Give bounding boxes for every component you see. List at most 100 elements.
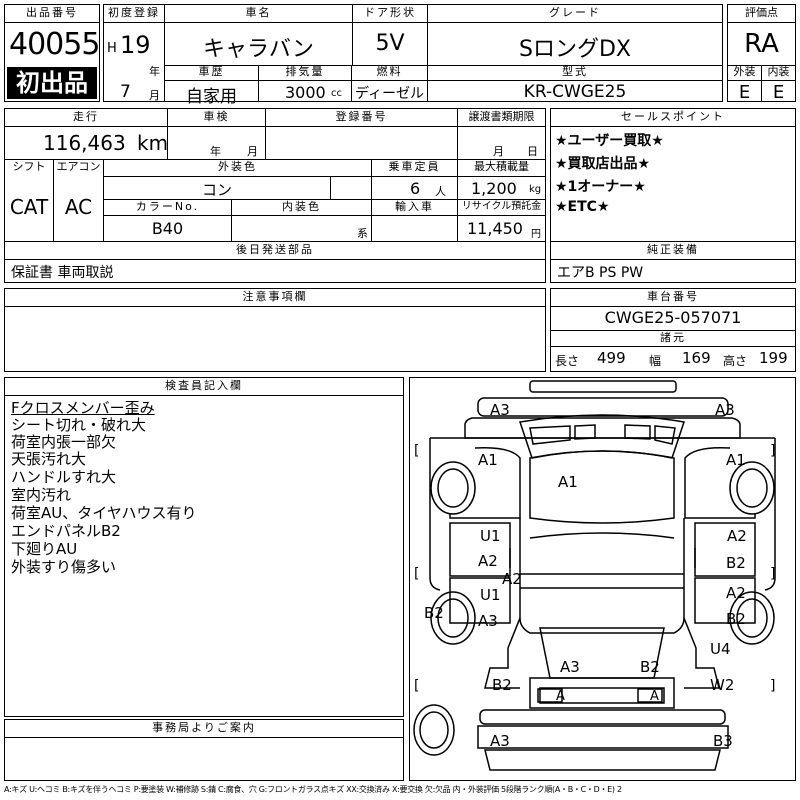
seats-label: 乗車定員: [388, 160, 441, 173]
selling-point-3: ★1オーナー★: [555, 179, 646, 195]
damage-mark: A: [556, 689, 565, 704]
seats: 6: [410, 179, 421, 198]
lot-number-label: 出品番号: [26, 6, 78, 19]
transfer-day-unit: 日: [527, 145, 538, 158]
displacement: 3000: [285, 83, 326, 102]
model: KR-CWGE25: [523, 82, 627, 102]
era: H: [107, 41, 117, 56]
damage-mark: B3: [713, 732, 733, 750]
legend: A:キズ U:ヘコミ B:キズを伴うヘコミ P:要塗装 W:補修跡 S:錆 C:…: [4, 785, 622, 794]
grade-label: グレード: [549, 6, 601, 19]
notes-label: 注意事項欄: [242, 290, 308, 303]
damage-mark: U4: [710, 640, 731, 658]
chassis-label: 車台番号: [647, 290, 699, 303]
model-label: 型式: [562, 65, 588, 78]
shift: CAT: [9, 195, 49, 219]
displacement-label: 排気量: [285, 65, 325, 78]
selling-point-1: ★ユーザー買取★: [555, 133, 664, 149]
car-name: キャラバン: [203, 37, 314, 62]
bracket-mark: ]: [770, 566, 775, 582]
damage-mark: A: [650, 689, 659, 704]
mileage: 116,463: [43, 131, 126, 155]
grade: SロングDX: [519, 37, 631, 62]
width: 169: [682, 349, 711, 367]
reg-no-label: 登録番号: [335, 110, 388, 123]
transfer-month-unit: 月: [493, 145, 504, 158]
displacement-unit: cc: [331, 88, 342, 99]
damage-mark: A2: [727, 527, 747, 545]
ext-color-label: 外装色: [218, 160, 257, 173]
bracket-mark: [: [414, 443, 419, 459]
capacity-unit: kg: [529, 184, 542, 195]
damage-mark: A1: [478, 451, 498, 469]
selling-points-box: セールスポイント ★ユーザー買取★ ★買取店出品★ ★1オーナー★ ★ETC★: [550, 108, 796, 242]
mileage-label: 走行: [73, 110, 99, 123]
reg-year: 19: [120, 31, 151, 59]
equipment-box: 純正装備 エアB PS PW: [550, 241, 796, 283]
damage-mark: U1: [480, 586, 501, 604]
inspector-note-5: ハンドルすれ大: [11, 468, 117, 486]
office-box: 事務局よりご案内: [4, 719, 404, 781]
bracket-mark: [: [414, 678, 419, 694]
int-color-suffix: 系: [357, 227, 368, 240]
later-parts-box: 後日発送部品 保証書 車両取説: [4, 241, 546, 283]
damage-mark: B2: [640, 658, 660, 676]
fuel-label: 燃料: [376, 65, 403, 78]
equipment: エアB PS PW: [557, 265, 644, 281]
inspector-note-9: 下廻りAU: [11, 540, 78, 558]
damage-mark: A3: [560, 658, 580, 676]
damage-mark: W2: [710, 676, 734, 694]
later-parts: 保証書 車両取説: [11, 265, 114, 281]
interior-label: 内装: [767, 65, 790, 78]
month-unit: 月: [149, 89, 160, 102]
import-label: 輸入車: [395, 200, 434, 213]
exterior-grade: E: [738, 82, 751, 103]
selling-point-2: ★買取店出品★: [555, 156, 651, 172]
car-name-label: 車名: [245, 6, 272, 19]
damage-mark: B2: [726, 554, 746, 572]
damage-mark: B2: [424, 604, 444, 622]
fuel: ディーゼル: [354, 86, 425, 102]
selling-points-label: セールスポイント: [621, 110, 725, 123]
inspector-note-10: 外装すり傷多い: [11, 558, 117, 576]
inspection-year-unit: 年: [210, 145, 221, 158]
chassis-box: 車台番号 CWGE25-057071 諸元 長さ 499 幅 169 高さ 19…: [550, 288, 796, 372]
capacity: 1,200: [471, 179, 517, 198]
transfer-label: 譲渡書類期限: [468, 110, 535, 123]
inspector-note-1: Fクロスメンバー歪み: [11, 399, 155, 417]
reg-month: 7: [120, 82, 131, 102]
dims-label: 諸元: [660, 331, 686, 344]
rating: RA: [744, 29, 779, 59]
damage-mark: A1: [558, 473, 578, 491]
bracket-mark: ]: [770, 443, 775, 459]
damage-mark: A3: [490, 401, 510, 419]
int-color-label: 内装色: [282, 200, 321, 213]
ac-label: エアコン: [56, 160, 101, 173]
equipment-label: 純正装備: [647, 243, 699, 256]
later-parts-label: 後日発送部品: [236, 243, 314, 256]
interior-grade: E: [772, 82, 785, 103]
damage-mark: B2: [492, 676, 512, 694]
chassis-number: CWGE25-057071: [604, 308, 742, 327]
damage-mark: U1: [480, 527, 501, 545]
history-label: 車歴: [198, 65, 225, 78]
lot-number-box: 出品番号 40055 初出品: [4, 4, 100, 102]
color-no-label: カラーNo.: [135, 200, 200, 213]
width-label: 幅: [649, 354, 662, 368]
inspector-note-3: 荷室内張一部欠: [11, 433, 117, 451]
damage-mark: A1: [726, 451, 746, 469]
rating-label: 評価点: [745, 6, 778, 19]
height-label: 高さ: [723, 354, 748, 368]
inspector-note-8: エンドパネルB2: [11, 522, 121, 540]
ext-color: コン: [201, 181, 232, 199]
inspector-note-6: 室内汚れ: [11, 486, 72, 504]
inspection-month-unit: 月: [247, 145, 258, 158]
notes-box: 注意事項欄: [4, 288, 546, 372]
specs-box: 走行 車検 登録番号 譲渡書類期限 116,463 km 年 月 月 日 シフト…: [4, 108, 546, 242]
damage-mark: A3: [715, 401, 735, 419]
capacity-label: 最大積載量: [474, 160, 529, 173]
inspector-label: 検査員記入欄: [165, 379, 243, 392]
rating-box: 評価点 RA 外装 内装 E E: [727, 4, 796, 103]
inspector-note-7: 荷室AU、タイヤハウス有り: [11, 504, 197, 522]
